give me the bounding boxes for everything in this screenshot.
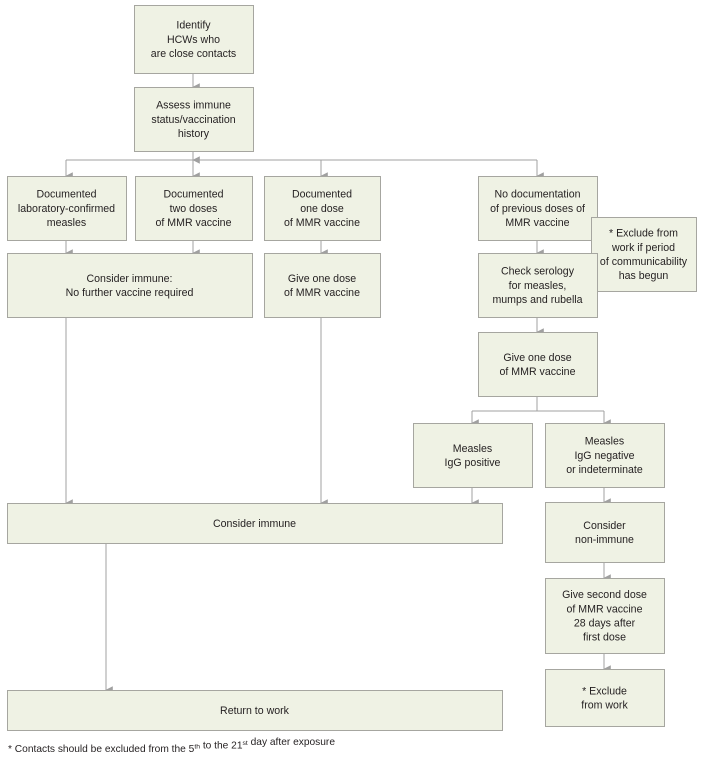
node-box [545,669,665,727]
node-box [545,578,665,654]
node-consider-immune-nofurther[interactable]: Consider immune:No further vaccine requi… [7,253,253,318]
node-label: Consider immune [213,518,296,530]
node-box [7,690,503,731]
connector-layer [65,73,611,694]
node-box [264,253,381,318]
node-box [591,217,697,292]
node-box [134,5,254,74]
node-box [545,502,665,563]
node-box [134,87,254,152]
node-box [545,423,665,488]
node-box [478,253,598,318]
footnote-text: * Contacts should be excluded from the 5… [8,737,335,755]
node-box [478,332,598,397]
node-consider-immune-bar[interactable]: Consider immune [7,503,503,544]
node-label: Return to work [220,705,290,717]
footnote-layer: * Contacts should be excluded from the 5… [8,737,335,755]
node-box [7,176,127,241]
node-box [264,176,381,241]
node-label: Consider immune:No further vaccine requi… [66,273,194,299]
node-box [413,423,533,488]
node-box [7,253,253,318]
node-box [135,176,253,241]
node-return-to-work[interactable]: Return to work [7,690,503,731]
node-box [478,176,598,241]
node-box [7,503,503,544]
